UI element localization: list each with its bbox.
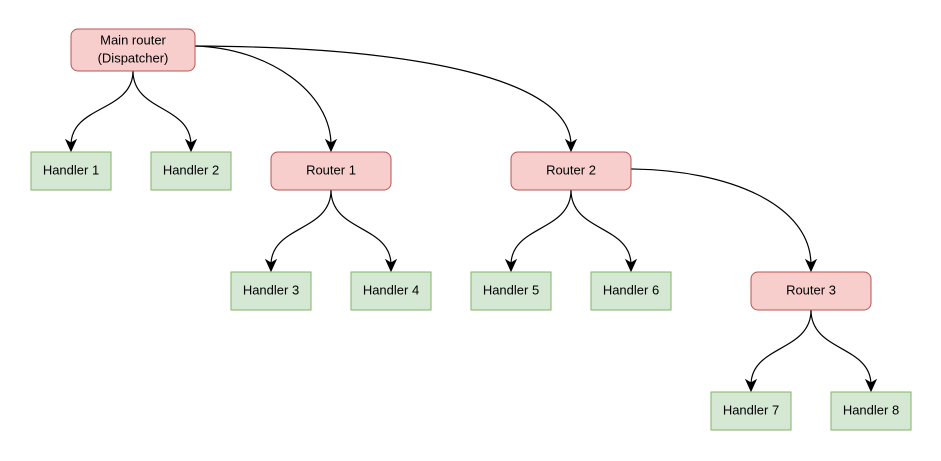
arrow-handler-5-arrowhead-icon — [504, 258, 518, 273]
edge-main-to-handler-2 — [132, 70, 192, 146]
node-handler-7-label: Handler 7 — [723, 402, 779, 417]
node-handler-4[interactable]: Handler 4 — [350, 271, 432, 311]
arrow-handler-2-arrowhead-icon — [184, 138, 198, 153]
node-router-1[interactable]: Router 1 — [270, 151, 392, 191]
node-router-3-box[interactable] — [750, 271, 872, 311]
arrow-handler-3-arrowhead-icon — [264, 258, 278, 273]
edge-main-to-router-2 — [194, 45, 572, 146]
node-handler-2[interactable]: Handler 2 — [150, 151, 232, 191]
node-router-1-label: Router 1 — [306, 162, 356, 177]
nodes-layer: Main router (Dispatcher) Handler 1 Handler … — [30, 28, 912, 431]
node-handler-6[interactable]: Handler 6 — [590, 271, 672, 311]
edge-router-3-to-handler-8 — [810, 309, 872, 386]
node-router-3-label: Router 3 — [786, 282, 836, 297]
arrowheads-layer — [64, 138, 878, 393]
edge-main-to-handler-1 — [70, 70, 134, 146]
node-handler-5[interactable]: Handler 5 — [470, 271, 552, 311]
arrow-handler-4-arrowhead-icon — [384, 258, 398, 273]
node-handler-8-box[interactable] — [830, 391, 912, 431]
node-handler-1[interactable]: Handler 1 — [30, 151, 112, 191]
edge-router-1-to-handler-3 — [270, 189, 332, 266]
edge-router-3-to-handler-7 — [750, 309, 812, 386]
node-router-2-box[interactable] — [510, 151, 632, 191]
node-handler-4-box[interactable] — [350, 271, 432, 311]
edge-main-to-router-1 — [194, 45, 332, 146]
edge-router-2-to-handler-6 — [570, 189, 632, 266]
node-main-router-box[interactable] — [70, 28, 196, 72]
node-handler-1-label: Handler 1 — [43, 162, 99, 177]
node-handler-6-box[interactable] — [590, 271, 672, 311]
node-handler-3-box[interactable] — [230, 271, 312, 311]
edge-router-2-to-handler-5 — [510, 189, 572, 266]
node-handler-1-box[interactable] — [30, 151, 112, 191]
node-main-router[interactable]: Main router (Dispatcher) — [70, 28, 196, 72]
arrow-handler-1-arrowhead-icon — [64, 138, 78, 153]
node-handler-4-label: Handler 4 — [363, 282, 419, 297]
node-handler-3[interactable]: Handler 3 — [230, 271, 312, 311]
node-handler-7[interactable]: Handler 7 — [710, 391, 792, 431]
node-main-router-sublabel: (Dispatcher) — [98, 50, 169, 65]
edge-router-2-to-router-3 — [630, 168, 812, 266]
node-handler-7-box[interactable] — [710, 391, 792, 431]
node-main-router-label: Main router — [100, 32, 166, 47]
node-handler-3-label: Handler 3 — [243, 282, 299, 297]
node-handler-8[interactable]: Handler 8 — [830, 391, 912, 431]
arrow-handler-7-arrowhead-icon — [744, 378, 758, 393]
arrow-handler-8-arrowhead-icon — [864, 378, 878, 393]
node-router-2[interactable]: Router 2 — [510, 151, 632, 191]
edge-router-1-to-handler-4 — [330, 189, 392, 266]
node-router-3[interactable]: Router 3 — [750, 271, 872, 311]
arrow-router-2-arrowhead-icon — [564, 138, 578, 153]
node-handler-5-box[interactable] — [470, 271, 552, 311]
arrow-router-1-arrowhead-icon — [324, 138, 338, 153]
node-handler-6-label: Handler 6 — [603, 282, 659, 297]
node-router-1-box[interactable] — [270, 151, 392, 191]
arrow-handler-6-arrowhead-icon — [624, 258, 638, 273]
node-handler-5-label: Handler 5 — [483, 282, 539, 297]
arrow-router-3-arrowhead-icon — [804, 258, 818, 273]
node-handler-2-label: Handler 2 — [163, 162, 219, 177]
node-handler-2-box[interactable] — [150, 151, 232, 191]
edges-layer — [70, 45, 872, 386]
node-router-2-label: Router 2 — [546, 162, 596, 177]
node-handler-8-label: Handler 8 — [843, 402, 899, 417]
